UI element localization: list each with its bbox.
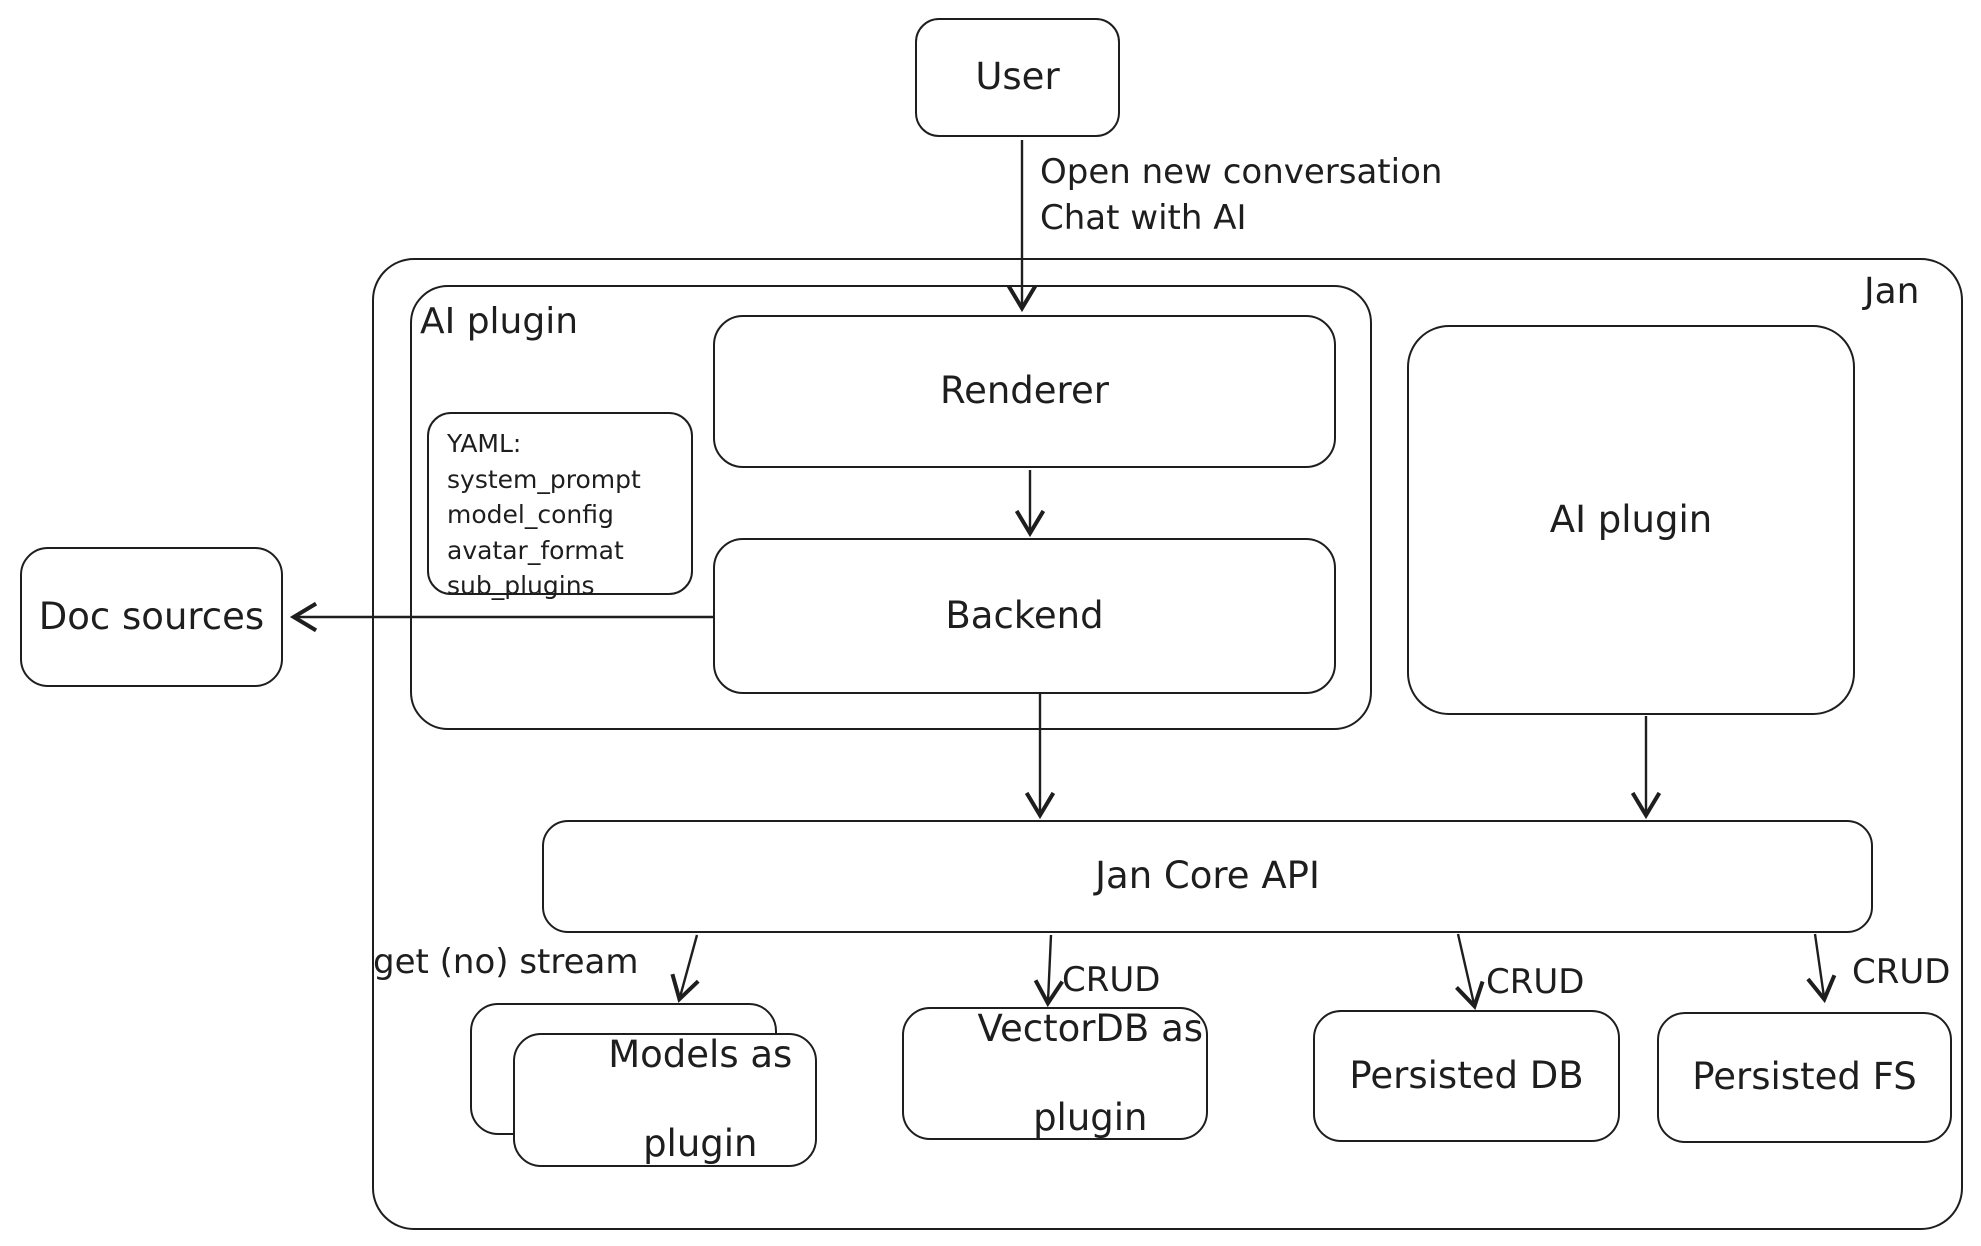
vectordb-label-line2: plugin	[1033, 1095, 1148, 1139]
node-vectordb-as-plugin: VectorDB as plugin	[902, 1007, 1208, 1140]
node-backend-label: Backend	[945, 593, 1104, 637]
edge-label-crud-persisted-fs: CRUD	[1852, 952, 1951, 992]
node-doc-sources-label: Doc sources	[38, 594, 265, 638]
ai-plugin-left-label: AI plugin	[420, 301, 579, 342]
node-models-as-plugin: Models as plugin	[513, 1033, 817, 1167]
node-doc-sources: Doc sources	[20, 547, 283, 687]
jan-container-label: Jan	[1864, 271, 1920, 312]
node-persisted-fs: Persisted FS	[1657, 1012, 1952, 1143]
jan-container	[372, 258, 1963, 1230]
node-persisted-fs-label: Persisted FS	[1692, 1055, 1917, 1099]
node-persisted-db-label: Persisted DB	[1349, 1053, 1584, 1097]
node-yaml-note: YAML: system_prompt model_config avatar_…	[427, 412, 693, 600]
edge-label-open-conversation-line2: Chat with AI	[1040, 197, 1247, 238]
yaml-line-avatar-format: avatar_format	[447, 535, 624, 565]
edge-label-crud-persisted-db: CRUD	[1486, 962, 1585, 1002]
yaml-line-sub-plugins: sub_plugins	[447, 571, 595, 600]
ai-plugin-left-container	[410, 285, 1372, 730]
node-models-as-plugin-label: Models as plugin	[538, 989, 793, 1211]
edge-label-crud-vectordb: CRUD	[1062, 960, 1161, 1000]
yaml-line-title: YAML:	[447, 429, 522, 458]
node-user: User	[915, 18, 1120, 137]
node-backend: Backend	[713, 538, 1336, 694]
yaml-line-system-prompt: system_prompt	[447, 464, 641, 494]
node-jan-core-api: Jan Core API	[542, 820, 1873, 933]
yaml-line-model-config: model_config	[447, 500, 614, 529]
node-vectordb-label: VectorDB as plugin	[907, 963, 1204, 1185]
node-ai-plugin-right-label: AI plugin	[1549, 497, 1713, 541]
edge-label-open-conversation: Open new conversation Chat with AI	[1040, 150, 1442, 242]
node-jan-core-api-label: Jan Core API	[1095, 854, 1320, 898]
node-ai-plugin-right: AI plugin	[1407, 325, 1855, 715]
node-user-label: User	[975, 55, 1060, 99]
vectordb-label-line1: VectorDB as	[977, 1006, 1204, 1050]
edge-label-get-no-stream: get (no) stream	[373, 942, 639, 982]
node-persisted-db: Persisted DB	[1313, 1010, 1620, 1142]
node-renderer: Renderer	[713, 315, 1336, 468]
models-label-line1: Models as	[608, 1033, 793, 1077]
edge-label-open-conversation-line1: Open new conversation	[1040, 152, 1443, 192]
models-label-line2: plugin	[643, 1122, 758, 1166]
node-renderer-label: Renderer	[940, 369, 1109, 413]
